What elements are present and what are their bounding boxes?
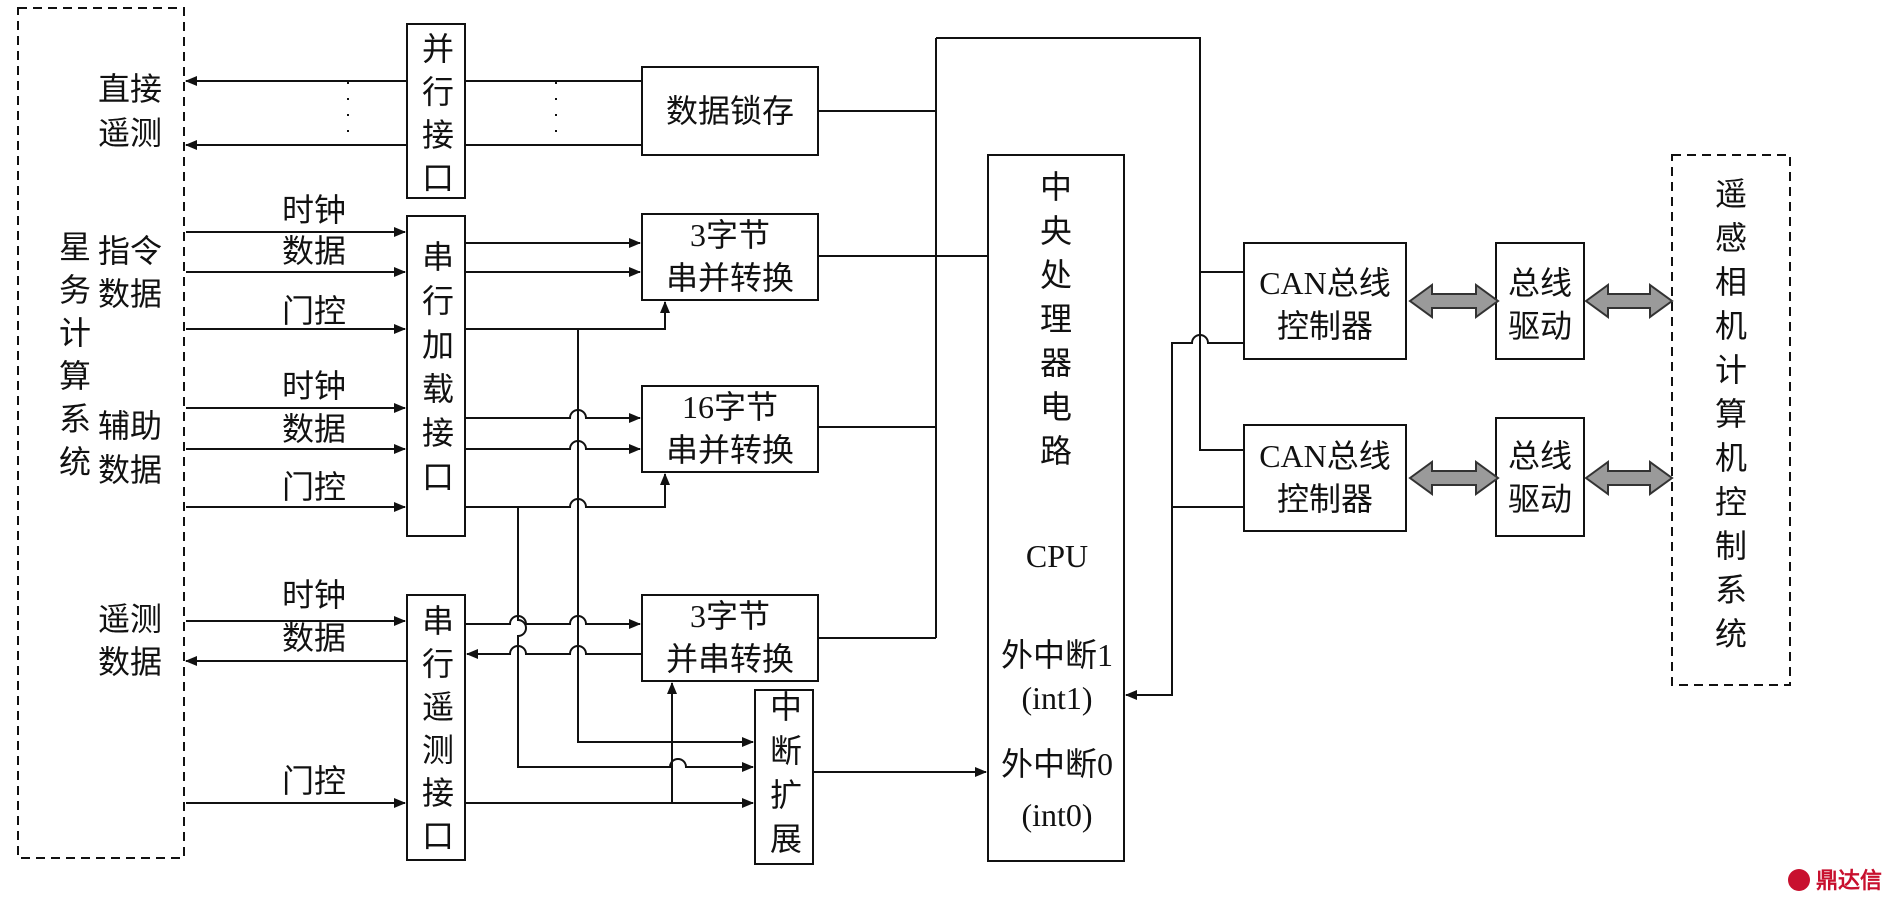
command-data-label-2: 数据 xyxy=(98,276,162,312)
data-label-tm: 数据 xyxy=(282,620,346,656)
int-expand-box xyxy=(754,689,814,865)
telemetry-data-label-1: 遥测 xyxy=(98,601,162,637)
aux-gate-to-int-expand xyxy=(517,507,754,772)
load-gate-to-sp16 xyxy=(465,473,670,508)
left-system-label: 星务计算系统 xyxy=(59,229,91,480)
can1-label-1: CAN总线 xyxy=(1259,265,1391,301)
drv1-label-2: 驱动 xyxy=(1508,308,1572,344)
bus-arrow-drv2-camera xyxy=(1584,460,1674,496)
gate-label-aux: 门控 xyxy=(282,469,346,505)
can2-label-1: CAN总线 xyxy=(1259,438,1391,474)
direct-telemetry-label-2: 遥测 xyxy=(98,115,162,151)
clock-label-tm: 时钟 xyxy=(282,577,346,613)
serial-telemetry-interface-box xyxy=(406,594,466,861)
clock-label-cmd: 时钟 xyxy=(282,192,346,228)
bus-driver-2-box xyxy=(1495,417,1585,537)
can1-label-2: 控制器 xyxy=(1277,308,1373,344)
cpu-label: CPU xyxy=(1026,538,1088,574)
sp3-label-1: 3字节 xyxy=(690,217,770,253)
cpu-box xyxy=(987,154,1125,862)
load-to-sp16-1 xyxy=(465,409,641,423)
bus-driver-1-box xyxy=(1495,242,1585,360)
sp16-label-1: 16字节 xyxy=(682,389,778,425)
serial-load-interface-label: 串行加载接口 xyxy=(422,239,454,495)
telemetry-data-label-2: 数据 xyxy=(98,644,162,680)
command-data-label-1: 指令 xyxy=(98,233,162,269)
ps3-label-2: 并串转换 xyxy=(666,641,794,677)
cpu-title-label: 中央处理器电路 xyxy=(1040,169,1072,469)
ps3-to-tm xyxy=(466,645,642,659)
can2-label-2: 控制器 xyxy=(1277,481,1373,517)
direct-telemetry-label-1: 直接 xyxy=(98,71,162,107)
load-gate-to-sp3 xyxy=(465,301,670,330)
parallel-interface-box xyxy=(406,23,466,199)
ext-int1-label-2: (int1) xyxy=(1021,680,1092,716)
bus-arrow-drv1-camera xyxy=(1584,283,1674,319)
cmd-gate-to-int-expand xyxy=(577,329,754,747)
gate-label-tm: 门控 xyxy=(282,763,346,799)
can-controller-2-box xyxy=(1243,424,1407,532)
gate-label-cmd: 门控 xyxy=(282,293,346,329)
left-system-box xyxy=(17,7,185,859)
tm-to-ps3 xyxy=(465,615,641,629)
clock-label-aux: 时钟 xyxy=(282,368,346,404)
ext-int0-label-1: 外中断0 xyxy=(1001,746,1113,782)
serial-telemetry-interface-label: 串行遥测接口 xyxy=(422,603,454,854)
ps3-box xyxy=(641,594,819,682)
watermark-logo-icon xyxy=(1788,869,1810,891)
sp16-box xyxy=(641,385,819,473)
bus-arrow-can2-drv2 xyxy=(1408,460,1500,496)
serial-load-interface-box xyxy=(406,215,466,537)
drv2-label-2: 驱动 xyxy=(1508,481,1572,517)
drv2-label-1: 总线 xyxy=(1508,438,1572,474)
watermark-text: 鼎达信 xyxy=(1816,868,1882,894)
sp3-label-2: 串并转换 xyxy=(666,260,794,296)
int-expand-label: 中断扩展 xyxy=(770,689,802,857)
right-system-box xyxy=(1671,154,1791,686)
can-controller-1-box xyxy=(1243,242,1407,360)
drv1-label-1: 总线 xyxy=(1508,265,1572,301)
data-label-aux: 数据 xyxy=(282,411,346,447)
aux-data-label-1: 辅助 xyxy=(98,408,162,444)
aux-data-label-2: 数据 xyxy=(98,452,162,488)
load-to-sp16-2 xyxy=(465,440,641,454)
bus-to-can2 xyxy=(936,37,1244,451)
can1-int-to-int1 xyxy=(1125,334,1244,700)
ext-int1-label-1: 外中断1 xyxy=(1001,637,1113,673)
ext-int0-label-2: (int0) xyxy=(1021,797,1092,833)
sp3-box xyxy=(641,213,819,301)
parallel-interface-label: 并行接口 xyxy=(422,31,454,196)
data-label-cmd: 数据 xyxy=(282,233,346,269)
data-latch-label: 数据锁存 xyxy=(666,93,794,129)
data-latch-box xyxy=(641,66,819,156)
bus-arrow-can1-drv1 xyxy=(1408,283,1500,319)
sp16-label-2: 串并转换 xyxy=(666,432,794,468)
right-system-label: 遥感相机计算机控制系统 xyxy=(1715,176,1747,652)
ps3-label-1: 3字节 xyxy=(690,598,770,634)
